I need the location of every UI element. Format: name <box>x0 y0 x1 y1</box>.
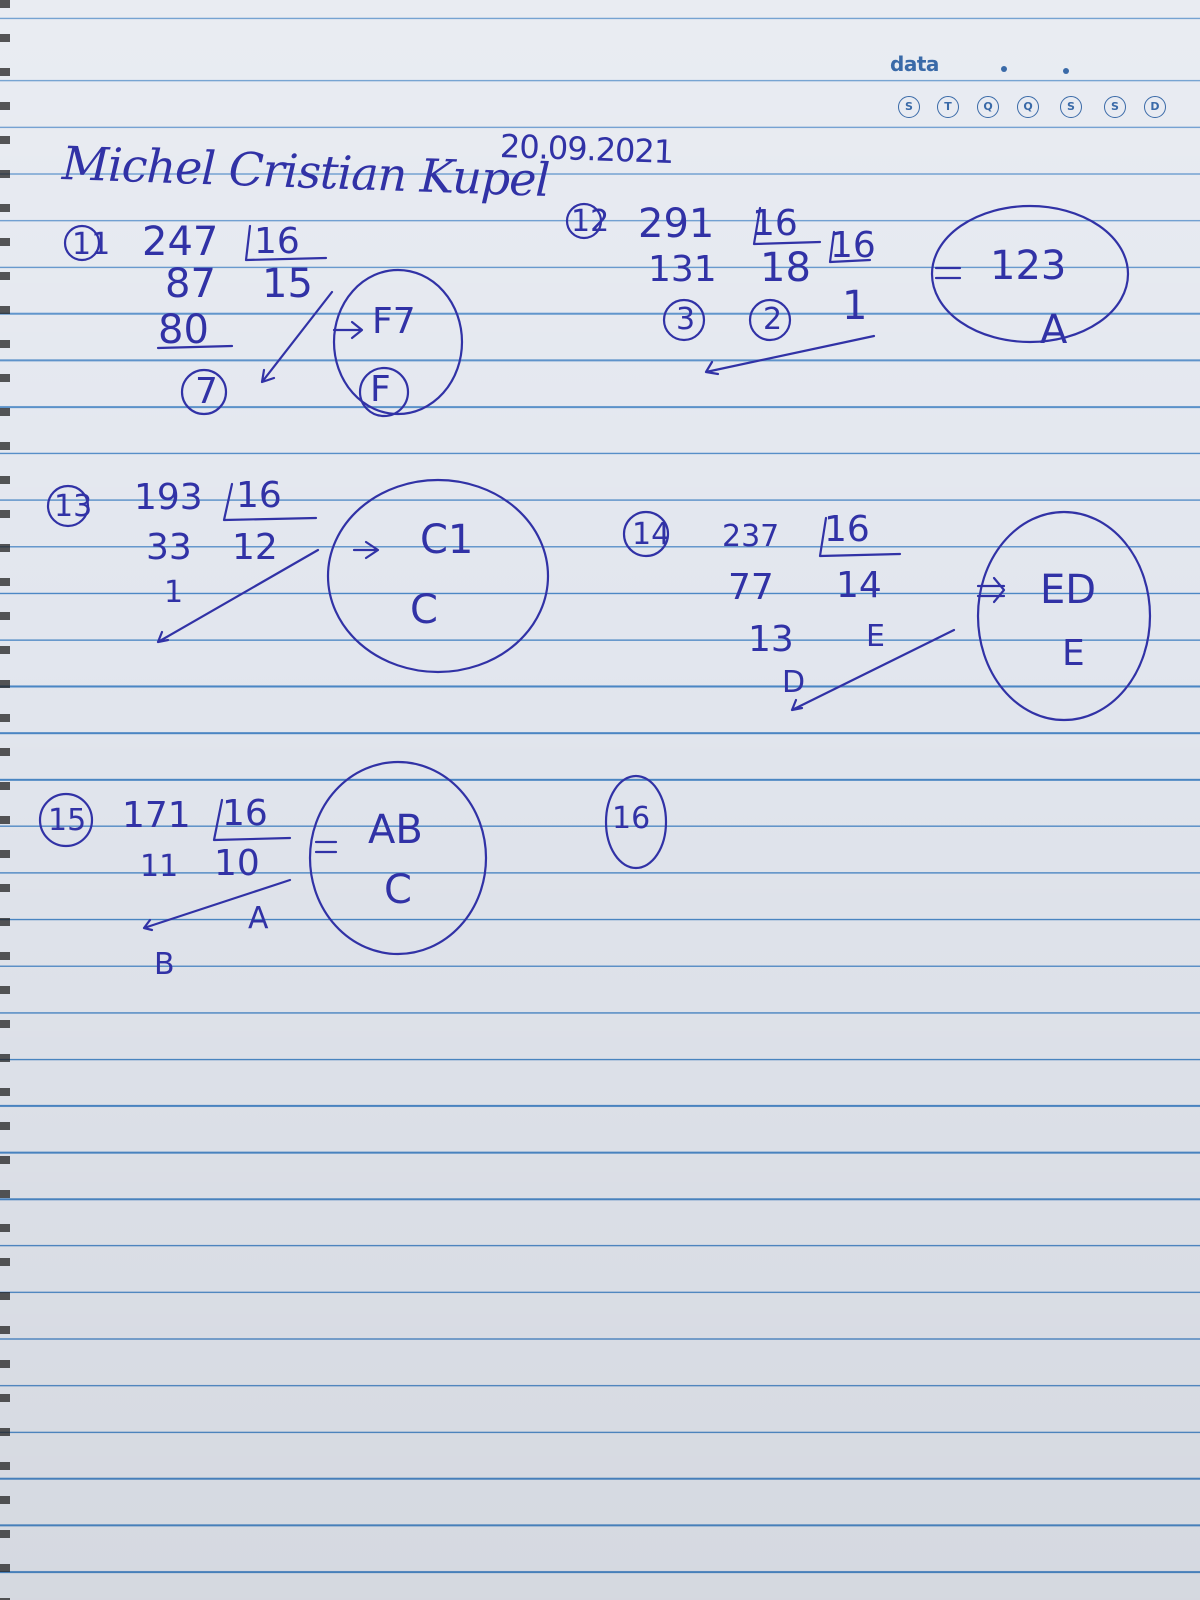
divisor: 16 <box>824 509 870 550</box>
remainder: 3 <box>676 302 696 337</box>
remainder: 1 <box>164 575 184 610</box>
quotient: 12 <box>232 527 278 568</box>
answer-circle <box>332 268 464 416</box>
quotient: 15 <box>262 261 313 307</box>
second-quotient: 1 <box>842 283 868 329</box>
hex-result: 123 <box>990 243 1067 289</box>
answer-circle <box>976 510 1152 722</box>
date-header-label: data <box>890 52 939 76</box>
remainder: 7 <box>195 371 218 412</box>
spiral-binding-edge <box>0 0 10 1600</box>
hex-result: C1 <box>420 517 474 563</box>
handwritten-date: 20.09.2021 <box>499 127 674 172</box>
problem-number: 15 <box>48 803 87 838</box>
equals-sign <box>934 266 962 280</box>
hex-result: ED <box>1040 567 1097 613</box>
remainder: 2 <box>763 302 783 337</box>
hex-result: AB <box>368 807 423 853</box>
quotient: 10 <box>214 843 260 884</box>
remainder: 13 <box>748 619 794 660</box>
division-step: 11 <box>140 849 179 884</box>
quotient-hex-letter: A <box>248 901 269 936</box>
student-name: Michel Cristian Kupel <box>61 136 551 207</box>
hex-letter: F <box>370 369 391 410</box>
hex-letter: E <box>1062 633 1085 674</box>
answer-circle <box>308 760 488 956</box>
remainder-hex-letter: D <box>782 665 806 700</box>
quotient: 14 <box>836 565 882 606</box>
weekday-circle: S <box>1060 96 1082 118</box>
problem-number: 16 <box>612 801 651 836</box>
hex-letter: C <box>410 587 438 633</box>
weekday-circle: D <box>1144 96 1166 118</box>
dividend: 193 <box>134 477 203 518</box>
header-dot <box>1001 66 1007 72</box>
answer-circle <box>326 478 550 674</box>
weekday-circle: Q <box>1017 96 1039 118</box>
dividend: 237 <box>722 519 780 554</box>
weekday-circle: Q <box>977 96 999 118</box>
reading-arrow <box>704 334 876 376</box>
division-step: 77 <box>728 567 774 608</box>
remainder-hex-letter: B <box>154 947 175 982</box>
dividend: 247 <box>142 219 219 265</box>
divisor: 16 <box>752 203 798 244</box>
division-step: 131 <box>648 249 717 290</box>
division-step: 33 <box>146 527 192 568</box>
header-dot <box>1063 68 1069 74</box>
equals-sign <box>314 840 338 854</box>
dividend: 171 <box>122 795 191 836</box>
problem-number: 12 <box>571 204 610 239</box>
weekday-circle: T <box>937 96 959 118</box>
equals-arrow <box>352 540 380 560</box>
hex-result: F7 <box>372 301 416 342</box>
equals-arrow <box>332 320 364 340</box>
problem-number: 14 <box>632 517 671 552</box>
division-step: 87 <box>165 261 216 307</box>
second-divisor: 16 <box>830 225 876 266</box>
divisor: 16 <box>222 793 268 834</box>
dividend: 291 <box>638 201 715 247</box>
weekday-circle: S <box>898 96 920 118</box>
quotient-hex-letter: E <box>866 619 885 654</box>
equals-arrow <box>976 576 1006 604</box>
problem-number: 11 <box>72 227 111 262</box>
hex-letter: A <box>1040 307 1068 353</box>
divisor: 16 <box>236 475 282 516</box>
divisor: 16 <box>254 221 300 262</box>
division-step: 80 <box>158 307 209 353</box>
weekday-circle: S <box>1104 96 1126 118</box>
hex-letter: C <box>384 867 412 913</box>
quotient: 18 <box>760 245 811 291</box>
problem-number: 13 <box>54 489 93 524</box>
